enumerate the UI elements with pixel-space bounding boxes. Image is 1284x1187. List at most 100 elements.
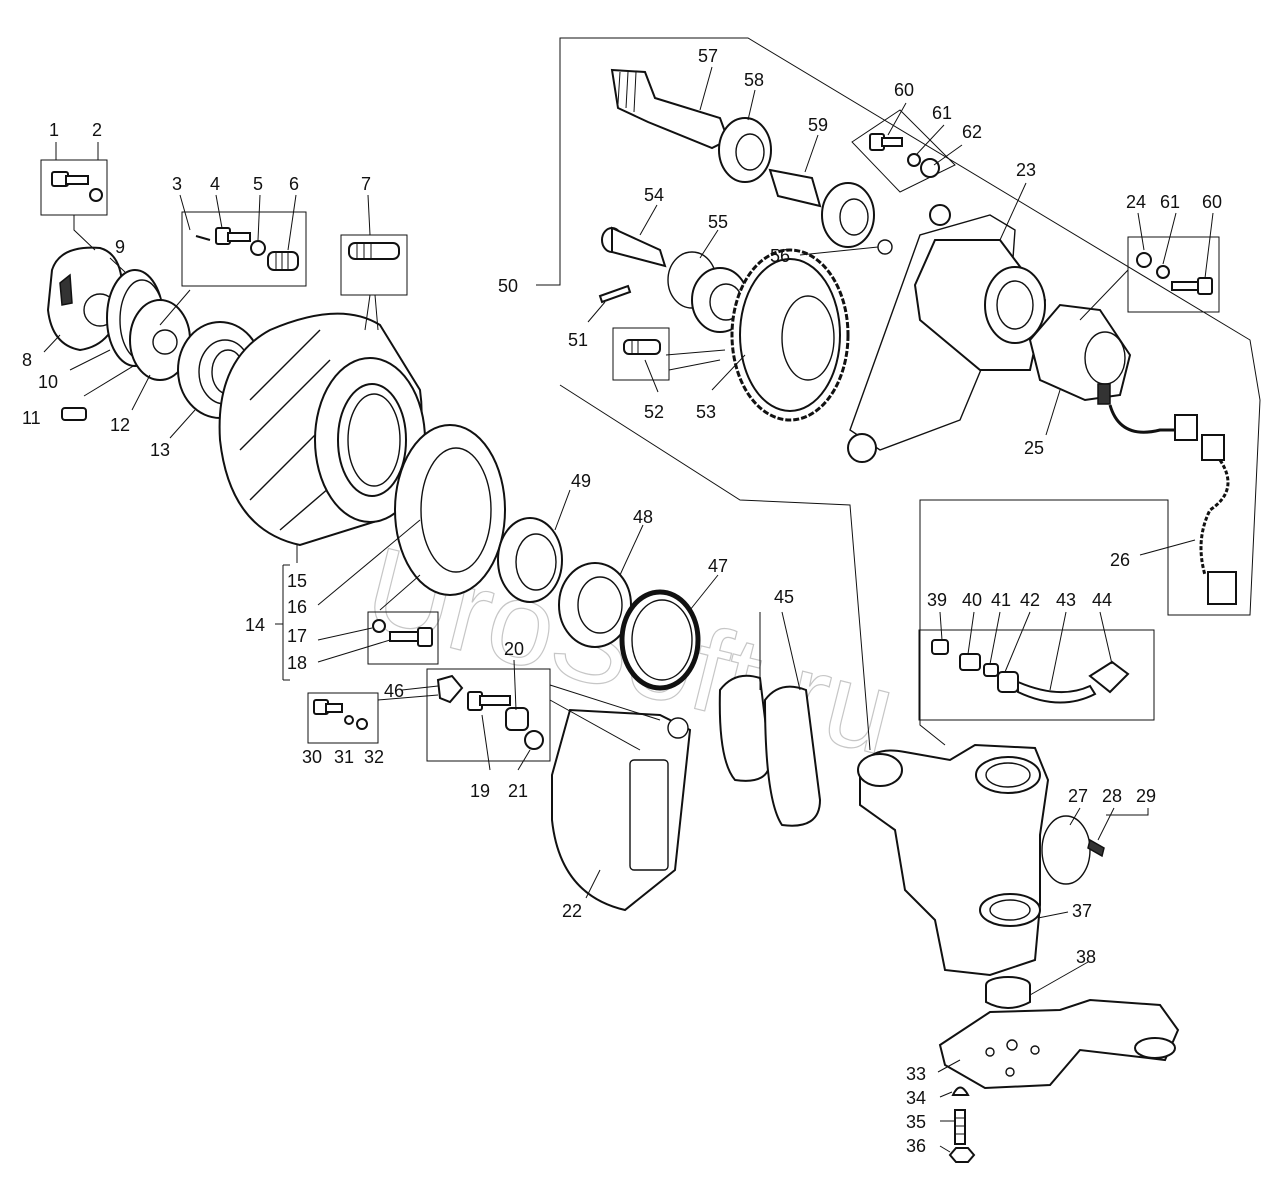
label-61-right: 61: [1160, 192, 1180, 212]
label-5: 5: [253, 174, 263, 194]
box-24-60: [1127, 236, 1220, 313]
label-40: 40: [962, 590, 982, 610]
brake-disc-16: [394, 424, 506, 596]
stud-52: [623, 339, 661, 355]
label-58: 58: [744, 70, 764, 90]
label-41: 41: [991, 590, 1011, 610]
label-19: 19: [470, 781, 490, 801]
label-12: 12: [110, 415, 130, 435]
washer-61b: [1156, 265, 1170, 279]
bolt-19: [467, 691, 511, 711]
label-55: 55: [708, 212, 728, 232]
leader-lines: [43, 66, 1214, 1153]
bearing-58: [718, 117, 772, 183]
washer-21: [524, 730, 544, 750]
label-32: 32: [364, 747, 384, 767]
label-52: 52: [644, 402, 664, 422]
plug-28: [1087, 838, 1105, 858]
bolt-1: [51, 171, 89, 187]
bearing-59b: [821, 182, 875, 248]
box-17-18: [367, 611, 439, 665]
flange-12: [129, 299, 191, 381]
bolt-60: [869, 133, 903, 151]
label-61: 61: [932, 103, 952, 123]
box-60-62: [851, 109, 956, 193]
label-60-right: 60: [1202, 192, 1222, 212]
label-39: 39: [927, 590, 947, 610]
label-30: 30: [302, 747, 322, 767]
sleeve-59: [768, 168, 822, 208]
label-38: 38: [1076, 947, 1096, 967]
label-2: 2: [92, 120, 102, 140]
label-57: 57: [698, 46, 718, 66]
label-27: 27: [1068, 786, 1088, 806]
label-36: 36: [906, 1136, 926, 1156]
label-31: 31: [334, 747, 354, 767]
housing-23: [847, 204, 1047, 463]
bolt-18: [389, 627, 433, 647]
box-30-32: [307, 692, 379, 744]
stud-35: [954, 1109, 966, 1145]
frame-50-leader: [559, 384, 871, 751]
steering-knuckle-37: [857, 743, 1050, 977]
washer-5: [250, 240, 266, 256]
lock-plate-46: [436, 674, 464, 704]
washer-61: [907, 153, 921, 167]
label-21: 21: [508, 781, 528, 801]
label-9: 9: [115, 237, 125, 257]
hose-assembly-39-44: [931, 639, 1130, 704]
box-1-2: [40, 159, 108, 216]
brake-pads-45: [718, 674, 822, 827]
label-59: 59: [808, 115, 828, 135]
washer-24: [1136, 252, 1152, 268]
splined-shaft-57: [610, 68, 730, 150]
cover-27: [1041, 815, 1091, 885]
callout-boxes: [40, 37, 1261, 762]
label-54: 54: [644, 185, 664, 205]
label-37: 37: [1072, 901, 1092, 921]
label-35: 35: [906, 1112, 926, 1132]
washer-32: [356, 718, 368, 730]
label-1: 1: [49, 120, 59, 140]
label-62: 62: [962, 122, 982, 142]
label-25: 25: [1024, 438, 1044, 458]
label-14: 14: [245, 615, 265, 635]
label-8: 8: [22, 350, 32, 370]
frame-50: [536, 37, 1261, 746]
label-60: 60: [894, 80, 914, 100]
label-44: 44: [1092, 590, 1112, 610]
seal-47: [619, 589, 701, 691]
label-51: 51: [568, 330, 588, 350]
washer-17: [372, 619, 386, 633]
label-46: 46: [384, 681, 404, 701]
label-15: 15: [287, 571, 307, 591]
label-26: 26: [1110, 550, 1130, 570]
washer-31: [344, 715, 354, 725]
cap-34: [951, 1086, 970, 1096]
label-48: 48: [633, 507, 653, 527]
sensor-unit-25: [1028, 303, 1132, 405]
part-drawings: [46, 68, 1237, 1163]
label-7: 7: [361, 174, 371, 194]
nut-36: [948, 1147, 976, 1163]
box-7: [340, 234, 408, 296]
box-39-44: [918, 629, 1155, 721]
label-11: 11: [22, 408, 41, 428]
pin-54: [601, 226, 667, 268]
box-52: [612, 327, 670, 381]
label-18: 18: [287, 653, 307, 673]
pin-3: [195, 235, 211, 241]
steering-arm-33: [938, 998, 1180, 1090]
bushing-38: [985, 976, 1031, 1009]
label-33: 33: [906, 1064, 926, 1084]
label-29: 29: [1136, 786, 1156, 806]
label-24: 24: [1126, 192, 1146, 212]
label-53: 53: [696, 402, 716, 422]
cable-26: [1108, 404, 1237, 605]
label-20: 20: [504, 639, 524, 659]
label-10: 10: [38, 372, 58, 392]
washer-62: [920, 158, 940, 178]
label-28: 28: [1102, 786, 1122, 806]
label-50: 50: [498, 276, 518, 296]
